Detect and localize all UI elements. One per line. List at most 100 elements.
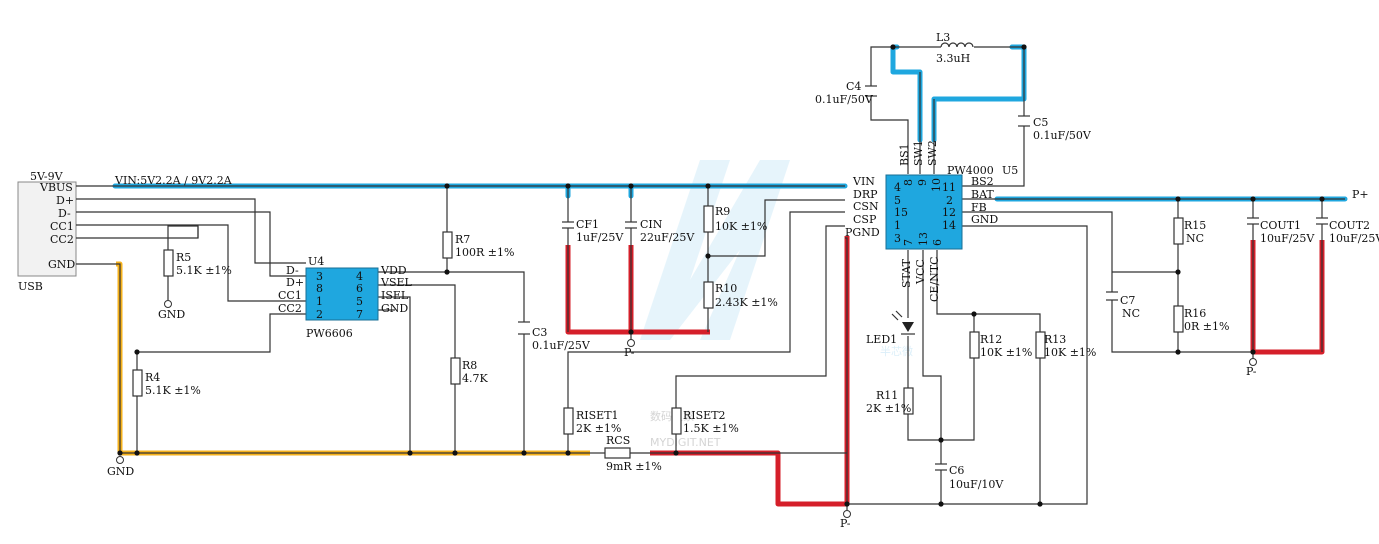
u4-pin-cc1: CC1 bbox=[278, 289, 302, 302]
u5-pin-12: 12 bbox=[942, 206, 956, 219]
u5-chip: PW4000 U5 VIN 4 DRP 5 CSN 15 CSP 1 PGND … bbox=[845, 140, 1018, 302]
p-minus-label-out: P- bbox=[1246, 365, 1257, 378]
u4-part: PW6606 bbox=[306, 327, 353, 340]
inductor-l3: L3 3.3uH bbox=[936, 31, 974, 65]
riset1-ref: RISET1 bbox=[576, 409, 619, 422]
u5-pin-3: 3 bbox=[894, 232, 901, 245]
c3-value: 0.1uF/25V bbox=[532, 339, 591, 352]
u4-pin-7: 7 bbox=[356, 308, 363, 321]
usb-pin-cc1: CC1 bbox=[50, 220, 74, 233]
u5-pin-1: 1 bbox=[894, 219, 901, 232]
r5-body bbox=[163, 249, 174, 277]
r13-value: 10K ±1% bbox=[1044, 346, 1096, 359]
r12-value: 10K ±1% bbox=[980, 346, 1032, 359]
usb-pin-dminus: D- bbox=[58, 207, 71, 220]
r4-value: 5.1K ±1% bbox=[145, 384, 201, 397]
gnd-label-main: GND bbox=[107, 465, 134, 478]
cf1-value: 1uF/25V bbox=[576, 231, 624, 244]
usb-body bbox=[17, 181, 77, 277]
r11-value: 2K ±1% bbox=[866, 402, 911, 415]
r16-ref: R16 bbox=[1184, 307, 1206, 320]
riset1-body bbox=[563, 407, 574, 435]
u4-body bbox=[305, 267, 379, 321]
r12-body bbox=[969, 331, 980, 359]
u5-pin-14: 14 bbox=[942, 219, 956, 232]
u4-pin-dplus: D+ bbox=[286, 276, 304, 289]
led1-ref: LED1 bbox=[866, 333, 897, 346]
usb-pin-gnd: GND bbox=[48, 258, 75, 271]
cout2-value: 10uF/25V bbox=[1329, 232, 1379, 245]
p-minus-label-pgnd: P- bbox=[840, 517, 851, 530]
u5-pin-drp: DRP bbox=[853, 188, 878, 201]
watermark-site-en: MYDIGIT.NET bbox=[650, 436, 721, 449]
u4-pin-cc2: CC2 bbox=[278, 302, 302, 315]
u5-pin-2: 2 bbox=[946, 194, 953, 207]
usb-pin-dplus: D+ bbox=[56, 194, 74, 207]
r10-ref: R10 bbox=[715, 282, 737, 295]
u5-pin-stat: STAT bbox=[900, 258, 913, 288]
l3-ref: L3 bbox=[936, 31, 950, 44]
u5-pin-5: 5 bbox=[894, 194, 901, 207]
u5-pin-csp: CSP bbox=[853, 213, 877, 226]
u5-pin-csn: CSN bbox=[853, 200, 879, 213]
c6-ref: C6 bbox=[949, 464, 964, 477]
r11-body bbox=[903, 387, 914, 415]
cout1-value: 10uF/25V bbox=[1260, 232, 1315, 245]
u5-pin-10: 10 bbox=[930, 178, 943, 192]
terminals: GND GND P- P- P- P+ bbox=[107, 188, 1369, 530]
led1: LED1 bbox=[866, 310, 915, 346]
resistors: R5 5.1K ±1% R4 5.1K ±1% R7 100R ±1% R8 4… bbox=[132, 205, 1229, 473]
r8-ref: R8 bbox=[462, 359, 477, 372]
usb-connector: 5V-9V VBUS D+ D- CC1 CC2 GND USB bbox=[17, 170, 77, 293]
capacitors: C3 0.1uF/25V CF1 1uF/25V CIN 22uF/25V C4… bbox=[518, 80, 1379, 491]
r10-value: 2.43K ±1% bbox=[715, 296, 778, 309]
l3-value: 3.3uH bbox=[936, 52, 970, 65]
u5-pin-bs1: BS1 bbox=[898, 143, 911, 166]
r7-value: 100R ±1% bbox=[455, 246, 514, 259]
u4-pin-5: 5 bbox=[356, 295, 363, 308]
cout1-ref: COUT1 bbox=[1260, 219, 1301, 232]
u4-ref: U4 bbox=[308, 255, 324, 268]
r8-value: 4.7K bbox=[462, 372, 488, 385]
u5-pin-8: 8 bbox=[902, 179, 915, 186]
u4-pin-gnd: GND bbox=[381, 302, 408, 315]
u4-pin-isel: ISEL bbox=[381, 289, 409, 302]
riset2-value: 1.5K ±1% bbox=[683, 422, 739, 435]
u5-pin-bat: BAT bbox=[971, 188, 994, 201]
c5-ref: C5 bbox=[1033, 116, 1048, 129]
u4-pin-2: 2 bbox=[316, 308, 323, 321]
r9-body bbox=[703, 205, 714, 233]
r15-ref: R15 bbox=[1184, 219, 1206, 232]
u4-chip: U4 D- 3 D+ 8 CC1 1 CC2 2 VDD 4 VSEL 6 IS… bbox=[278, 255, 413, 340]
usb-voltage-label: 5V-9V bbox=[30, 170, 64, 183]
r8-body bbox=[450, 357, 461, 385]
u5-pin-9: 9 bbox=[916, 179, 929, 186]
u4-pin-1: 1 bbox=[316, 295, 323, 308]
rcs-ref: RCS bbox=[606, 434, 630, 447]
c7-ref: C7 bbox=[1120, 294, 1135, 307]
r16-body bbox=[1173, 305, 1184, 333]
r10-body bbox=[703, 281, 714, 309]
p-plus-label: P+ bbox=[1352, 188, 1369, 201]
rcs-body bbox=[604, 447, 631, 459]
u5-pin-vin: VIN bbox=[852, 175, 875, 188]
r9-value: 10K ±1% bbox=[715, 220, 767, 233]
r5-value: 5.1K ±1% bbox=[176, 264, 232, 277]
r7-ref: R7 bbox=[455, 233, 470, 246]
u5-pin-fb: FB bbox=[971, 201, 987, 214]
u4-pin-vdd: VDD bbox=[380, 264, 407, 277]
u5-pin-4: 4 bbox=[894, 181, 901, 194]
u5-part: PW4000 bbox=[947, 164, 994, 177]
rcs-value: 9mR ±1% bbox=[606, 460, 662, 473]
u5-ref: U5 bbox=[1002, 164, 1018, 177]
u5-pin-sw1: SW1 bbox=[912, 140, 925, 166]
r15-body bbox=[1173, 217, 1184, 245]
u5-pin-bs2: BS2 bbox=[971, 175, 994, 188]
riset2-body bbox=[671, 407, 682, 435]
r16-value: 0R ±1% bbox=[1184, 320, 1229, 333]
u5-pin-6: 6 bbox=[931, 239, 944, 246]
r13-ref: R13 bbox=[1044, 333, 1066, 346]
p-minus-label-cin: P- bbox=[624, 346, 635, 359]
usb-ref: USB bbox=[18, 280, 43, 293]
wires bbox=[76, 46, 1345, 510]
